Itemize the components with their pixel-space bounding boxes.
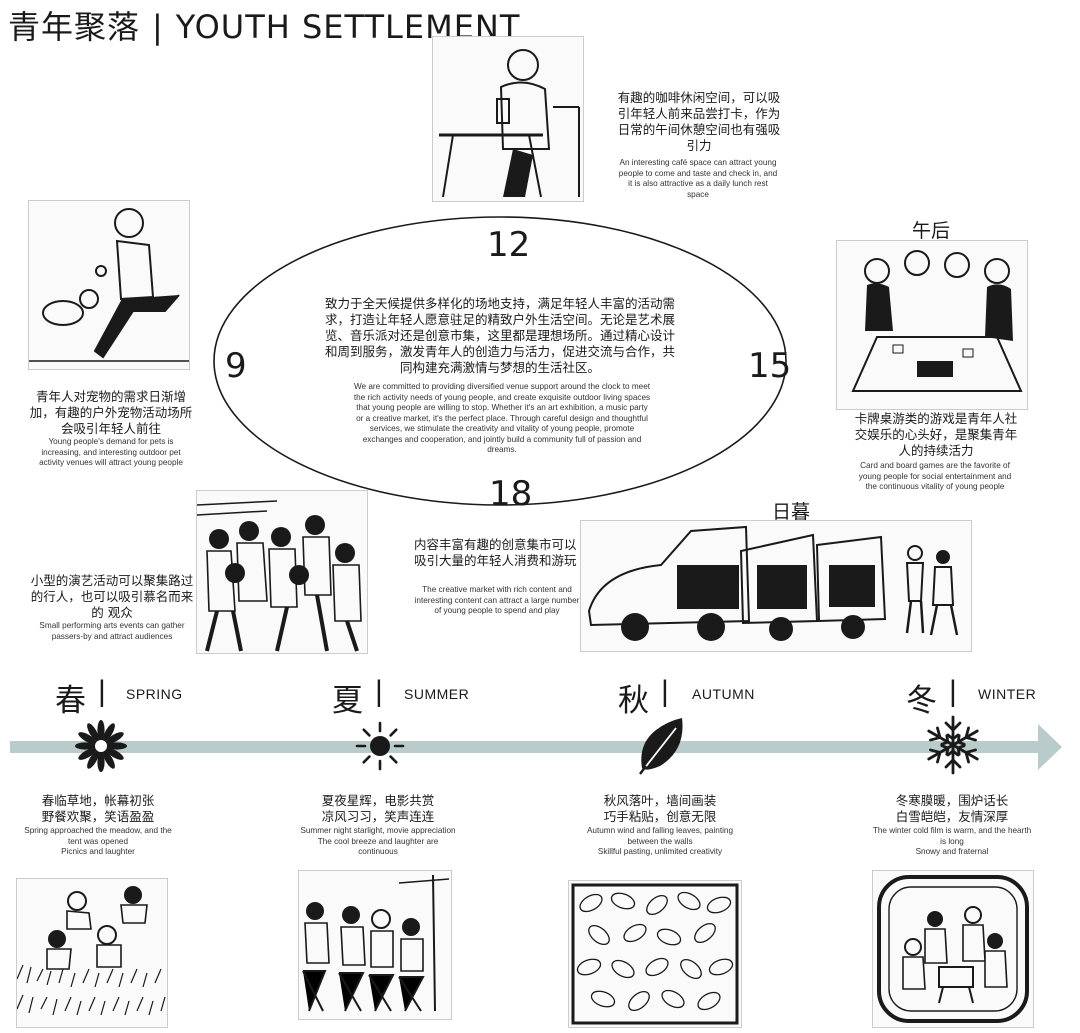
title-divider: |: [152, 8, 164, 46]
performance-audience-illustration: [196, 490, 368, 654]
clock-ellipse: [213, 216, 787, 506]
season-winter-divider: |: [949, 675, 957, 708]
morning-text-en: Young people's demand for pets is increa…: [39, 437, 183, 467]
card-game-illustration: [836, 240, 1028, 410]
dusk-label: 日暮: [772, 501, 811, 523]
season-summer-divider: |: [375, 675, 383, 708]
summer-text-en: Summer night starlight, movie appreciati…: [300, 826, 456, 856]
season-summer-en: SUMMER: [404, 686, 470, 702]
clock-number-9: 9: [225, 346, 247, 386]
season-autumn-cn: 秋: [618, 683, 649, 719]
winter-dome-illustration: [872, 870, 1034, 1028]
dog-walk-illustration: [28, 200, 190, 370]
cafe-illustration: [432, 36, 584, 202]
season-winter-en: WINTER: [978, 686, 1037, 702]
clock-center-text-cn: 致力于全天候提供多样化的场地支持，满足年轻人丰富的活动需求，打造让年轻人愿意驻足…: [324, 296, 675, 375]
leaf-icon: [639, 718, 683, 775]
night-text-cn: 小型的演艺活动可以聚集路过的行人，也可以吸引慕名而来的 观众: [30, 573, 194, 620]
clock-center-text-en: We are committed to providing diversifie…: [353, 382, 651, 454]
summer-movie-night-illustration: [298, 870, 452, 1020]
season-spring-cn: 春: [55, 683, 86, 719]
night-text-en: Small performing arts events can gather …: [39, 621, 185, 641]
winter-text-en: The winter cold film is warm, and the he…: [872, 826, 1032, 856]
autumn-text-cn: 秋风落叶，墙间画装 巧手粘贴，创意无限: [603, 793, 717, 824]
snowflake-icon: [927, 715, 979, 775]
sun-icon: [355, 721, 405, 771]
spring-text-cn: 春临草地，帐幕初张 野餐欢聚，笑语盈盈: [41, 793, 155, 824]
summer-text-cn: 夏夜星辉，电影共赏 凉风习习，笑声连连: [321, 793, 435, 824]
season-summer-cn: 夏: [332, 683, 363, 719]
noon-text-cn: 有趣的咖啡休闲空间，可以吸引年轻人前来品尝打卡，作为日常的午间休憩空间也有强吸引…: [617, 90, 781, 153]
season-autumn-divider: |: [661, 675, 669, 708]
clock-number-12: 12: [487, 225, 531, 265]
afternoon-label: 午后: [912, 220, 951, 242]
spring-text-en: Spring approached the meadow, and the te…: [24, 826, 172, 856]
noon-text-en: An interesting café space can attract yo…: [618, 158, 778, 199]
season-spring-en: SPRING: [126, 686, 183, 702]
dusk-text-cn: 内容丰富有趣的创意集市可以吸引大量的年轻人消费和游玩: [414, 537, 577, 568]
autumn-text-en: Autumn wind and falling leaves, painting…: [586, 826, 734, 856]
season-winter-cn: 冬: [906, 683, 937, 719]
autumn-leaf-wall-illustration: [568, 880, 742, 1028]
creative-market-cars-illustration: [580, 520, 972, 652]
title-cn: 青年聚落: [8, 8, 141, 46]
season-timeline-arrow: [10, 724, 1062, 770]
morning-text-cn: 青年人对宠物的需求日渐增加，有趣的户外宠物活动场所会吸引年轻人前往: [29, 389, 193, 436]
spring-picnic-illustration: [16, 878, 168, 1028]
clock-number-18: 18: [489, 474, 533, 514]
season-autumn-en: AUTUMN: [692, 686, 755, 702]
dusk-text-en: The creative market with rich content an…: [414, 585, 580, 615]
winter-text-cn: 冬寒膜暖，围炉话长 白雪皑皑，友情深厚: [895, 793, 1009, 824]
afternoon-text-cn: 卡牌桌游类的游戏是青年人社交娱乐的心头好，是聚集青年人的持续活力: [854, 411, 1018, 458]
flower-icon: [75, 720, 127, 772]
clock-number-15: 15: [748, 346, 792, 386]
season-spring-divider: |: [98, 675, 106, 708]
afternoon-text-en: Card and board games are the favorite of…: [858, 461, 1012, 491]
